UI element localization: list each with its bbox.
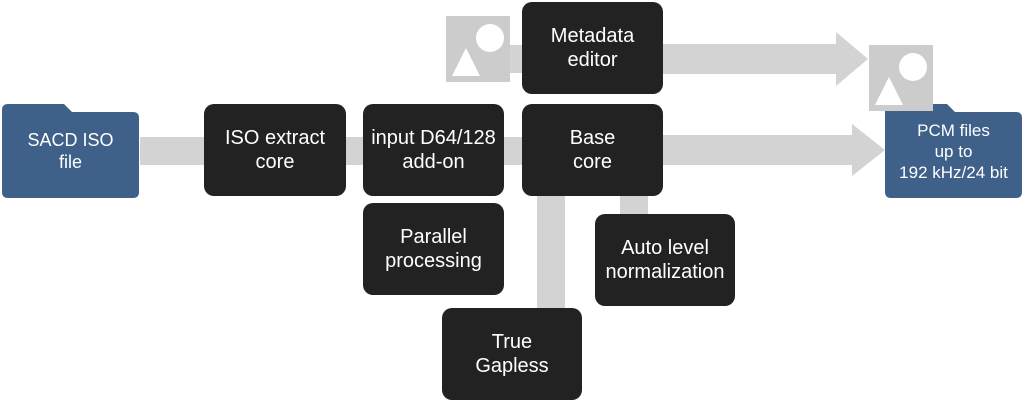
pcm-output-files-label: PCM files up to 192 kHz/24 bit (899, 120, 1008, 182)
connector-base-gapless (537, 196, 565, 308)
metadata-editor: Metadata editor (522, 2, 663, 94)
arrow-metadata-output-icon (663, 32, 868, 86)
pcm-output-files: PCM files up to 192 kHz/24 bit (885, 104, 1022, 198)
connector-icon-metadata (508, 45, 524, 73)
sacd-iso-file: SACD ISO file (2, 104, 139, 198)
input-d64-128-addon: input D64/128 add-on (363, 104, 504, 196)
iso-extract-core: ISO extract core (204, 104, 346, 196)
arrow-base-output (663, 124, 885, 176)
connector-base-autolevel (620, 196, 648, 216)
parallel-processing: Parallel processing (363, 203, 504, 295)
base-core: Base core (522, 104, 663, 196)
sacd-iso-file-label: SACD ISO file (27, 130, 114, 172)
image-placeholder-icon (869, 45, 933, 111)
connector-iso-input (345, 137, 363, 165)
auto-level-normalization: Auto level normalization (595, 214, 735, 306)
image-placeholder-icon (446, 16, 510, 82)
connector-source-iso (140, 137, 206, 165)
true-gapless: True Gapless (442, 308, 582, 400)
connector-input-base (503, 137, 523, 165)
